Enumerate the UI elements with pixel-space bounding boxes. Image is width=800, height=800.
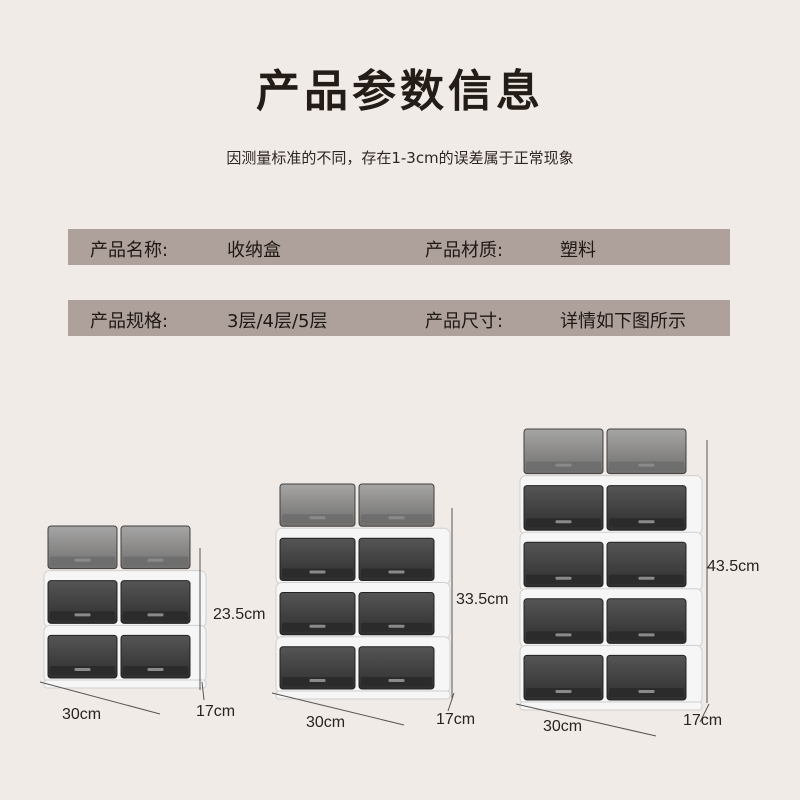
product-name-label: 产品名称: (90, 240, 169, 261)
rack-3-height-label: 43.5cm (707, 558, 760, 575)
width-dimension-line (515, 703, 657, 737)
box-handle (309, 516, 326, 520)
product-size-value: 详情如下图所示 (560, 311, 686, 332)
depth-dimension-line (447, 692, 455, 712)
box-handle (147, 558, 164, 562)
box-handle (555, 633, 572, 637)
box-handle (555, 576, 572, 580)
rack-2-width-label: 30cm (306, 714, 346, 731)
box-handle (555, 520, 572, 524)
product-spec-value: 3层/4层/5层 (227, 311, 328, 332)
width-dimension-line (271, 692, 405, 726)
box-handle (388, 624, 405, 628)
box-handle (147, 613, 164, 617)
width-dimension-line (39, 681, 161, 715)
storage-rack-2 (271, 483, 455, 726)
product-material-value: 塑料 (560, 240, 596, 261)
box-handle (388, 570, 405, 574)
rack-3-depth-label: 17cm (683, 712, 723, 729)
depth-dimension-line (201, 681, 205, 701)
box-handle (309, 624, 326, 628)
box-handle (638, 633, 655, 637)
rack-base (43, 679, 207, 689)
rack-1-height-label: 23.5cm (213, 606, 266, 623)
box-handle (388, 516, 405, 520)
box-handle (555, 463, 572, 467)
product-name-value: 收纳盒 (227, 240, 281, 261)
box-handle (309, 570, 326, 574)
box-handle (638, 576, 655, 580)
box-handle (147, 668, 164, 671)
rack-1-width-label: 30cm (62, 706, 102, 723)
box-handle (388, 679, 405, 682)
box-handle (638, 463, 655, 467)
product-spec-label: 产品规格: (90, 311, 169, 332)
measurement-note: 因测量标准的不同，存在1-3cm的误差属于正常现象 (226, 149, 574, 167)
product-material-label: 产品材质: (425, 240, 504, 261)
box-handle (638, 520, 655, 524)
box-handle (74, 558, 91, 562)
page-title: 产品参数信息 (256, 66, 544, 117)
box-handle (555, 690, 572, 693)
storage-rack-1 (39, 525, 207, 715)
rack-base (519, 701, 703, 711)
storage-rack-3 (515, 428, 710, 737)
spec-row-spec-size: 产品规格: 3层/4层/5层 产品尺寸: 详情如下图所示 (68, 300, 730, 336)
box-handle (638, 690, 655, 693)
depth-dimension-line (699, 703, 710, 723)
box-handle (309, 679, 326, 682)
rack-2-depth-label: 17cm (436, 711, 476, 728)
spec-row-name-material: 产品名称: 收纳盒 产品材质: 塑料 (68, 229, 730, 265)
rack-2-height-label: 33.5cm (456, 591, 509, 608)
product-size-label: 产品尺寸: (425, 311, 504, 332)
box-handle (74, 668, 91, 671)
rack-3-width-label: 30cm (543, 718, 583, 735)
rack-1-depth-label: 17cm (196, 703, 236, 720)
box-handle (74, 613, 91, 617)
rack-base (275, 690, 451, 700)
